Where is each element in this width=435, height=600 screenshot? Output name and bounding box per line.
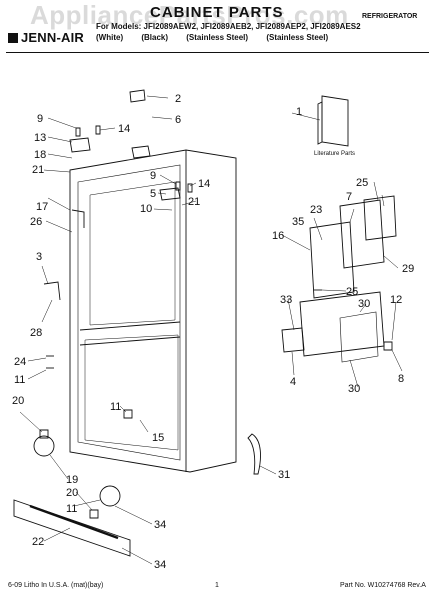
brand-logo: JENN-AIR — [8, 30, 84, 45]
callout-label: 10 — [140, 203, 152, 215]
callout-label: 26 — [30, 216, 42, 228]
callout-label: 14 — [118, 123, 130, 135]
callout-label: 17 — [36, 201, 48, 213]
callout-label: 20 — [66, 487, 78, 499]
callout-label: 18 — [34, 149, 46, 161]
literature-parts-label: Literature Parts — [314, 151, 355, 157]
callout-label: 11 — [110, 401, 121, 413]
callout-label: 23 — [310, 204, 322, 216]
callout-label: 34 — [154, 519, 166, 531]
brand-logo-text: JENN-AIR — [21, 30, 84, 45]
footer-page-number: 1 — [215, 582, 219, 589]
callout-labels: 1 2 3 4 5 6 7 8 9 9 10 11 11 11 12 13 14… — [12, 93, 414, 571]
callout-label: 20 — [12, 395, 24, 407]
callout-label: 7 — [346, 191, 352, 203]
callout-label: 12 — [390, 294, 402, 306]
callout-label: 15 — [152, 432, 164, 444]
color-black: (Black) — [141, 33, 169, 42]
callout-label: 33 — [280, 294, 292, 306]
callout-label: 1 — [296, 106, 302, 118]
callout-label: 21 — [32, 164, 44, 176]
callout-label: 8 — [398, 373, 404, 385]
callout-label: 4 — [290, 376, 296, 388]
callout-label: 21 — [188, 196, 200, 208]
callout-label: 14 — [198, 178, 210, 190]
color-stainless-1: (Stainless Steel) — [186, 33, 249, 42]
callout-label: 5 — [150, 188, 156, 200]
callout-label: 11 — [14, 374, 25, 386]
page-title: CABINET PARTS — [150, 4, 284, 21]
models-line: For Models: JFI2089AEW2, JFI2089AEB2, JF… — [96, 22, 361, 31]
callout-label: 13 — [34, 132, 46, 144]
callout-label: 29 — [402, 263, 414, 275]
callout-label: 16 — [272, 230, 284, 242]
callout-label: 9 — [37, 113, 43, 125]
color-stainless-2: (Stainless Steel) — [266, 33, 329, 42]
footer-part-number: Part No. W10274768 Rev.A — [340, 582, 426, 589]
callout-label: 19 — [66, 474, 78, 486]
callout-label: 28 — [30, 327, 42, 339]
callout-label: 35 — [292, 216, 304, 228]
color-white: (White) — [96, 33, 124, 42]
callout-label: 3 — [36, 251, 42, 263]
callout-label: 6 — [175, 114, 181, 126]
header-divider — [6, 52, 429, 53]
color-row: (White) (Black) (Stainless Steel) (Stain… — [96, 33, 344, 42]
callout-label: 11 — [66, 503, 77, 515]
callout-label: 22 — [32, 536, 44, 548]
footer-print-info: 6-09 Litho In U.S.A. (mat)(bay) — [8, 582, 104, 589]
category-label: REFRIGERATOR — [362, 13, 418, 20]
callout-label: 34 — [154, 559, 166, 571]
callout-label: 30 — [348, 383, 360, 395]
callout-label: 30 — [358, 298, 370, 310]
watermark: AppliancePartsPros.com — [30, 0, 349, 30]
callout-label: 25 — [346, 286, 358, 298]
callout-label: 9 — [150, 170, 156, 182]
callout-label: 31 — [278, 469, 290, 481]
leader-lines — [19, 95, 403, 565]
callout-label: 2 — [175, 93, 181, 105]
callout-label: 24 — [14, 356, 26, 368]
logo-mark-icon — [8, 33, 18, 43]
callout-label: 25 — [356, 177, 368, 189]
